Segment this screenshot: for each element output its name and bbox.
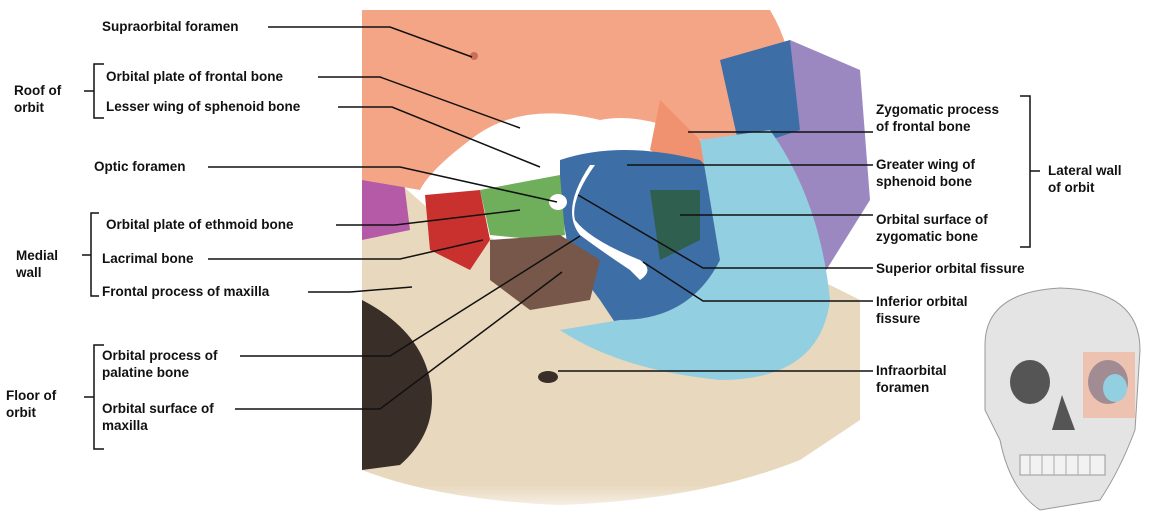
label-zygomatic-process-frontal: Zygomatic process of frontal bone [876,101,999,135]
label-supraorbital-foramen: Supraorbital foramen [102,18,239,35]
label-orbital-process-palatine: Orbital process of palatine bone [102,347,218,381]
group-label-floor: Floor of orbit [6,387,56,421]
bracket-medial [91,213,99,296]
group-label-roof: Roof of orbit [14,82,61,116]
label-greater-wing-sphenoid: Greater wing of sphenoid bone [876,156,975,190]
label-inferior-orbital-fissure: Inferior orbital fissure [876,293,968,327]
label-infraorbital-foramen: Infraorbital foramen [876,362,947,396]
label-lesser-wing-sphenoid: Lesser wing of sphenoid bone [106,98,300,115]
label-orbital-surface-zygomatic: Orbital surface of zygomatic bone [876,211,988,245]
orbit-anatomy-drawing [362,10,882,520]
bracket-lateral [1020,96,1030,247]
skull-thumbnail [985,288,1140,510]
optic-foramen [549,194,567,210]
label-superior-orbital-fissure: Superior orbital fissure [876,260,1025,277]
group-label-lateral: Lateral wall of orbit [1048,162,1122,196]
label-orbital-plate-ethmoid: Orbital plate of ethmoid bone [106,216,294,233]
bracket-roof [94,64,104,118]
label-frontal-process-maxilla: Frontal process of maxilla [102,283,269,300]
label-orbital-plate-frontal: Orbital plate of frontal bone [106,68,283,85]
label-orbital-surface-maxilla: Orbital surface of maxilla [102,400,214,434]
group-label-medial: Medial wall [16,247,58,281]
label-optic-foramen: Optic foramen [94,158,186,175]
label-lacrimal-bone: Lacrimal bone [102,250,194,267]
